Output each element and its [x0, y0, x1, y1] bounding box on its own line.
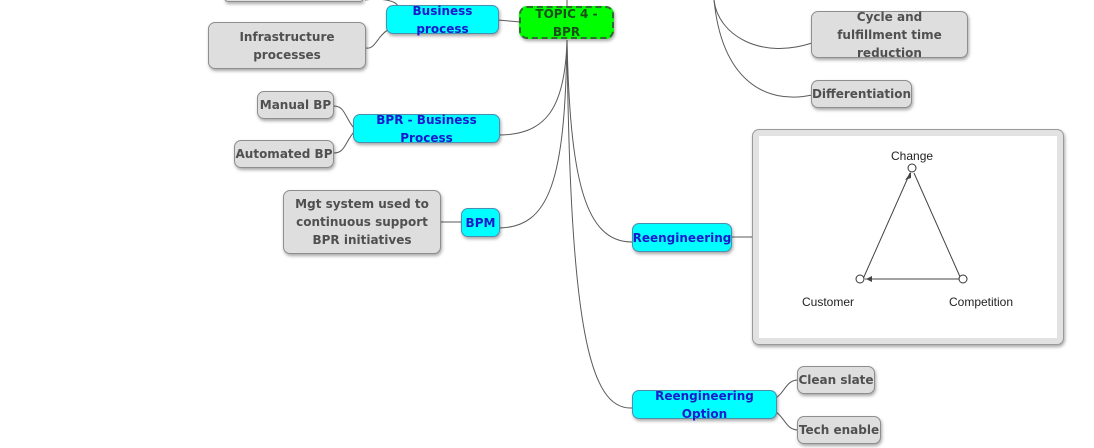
branch-reengineering-option[interactable]: Reengineering Option: [632, 389, 777, 421]
connector-bpr-manual: [333, 105, 355, 129]
arrowhead-customer: [866, 276, 872, 282]
branch-bpm[interactable]: BPM: [461, 208, 500, 237]
connector-business-process-offscreen: [365, 0, 399, 7]
connector-differentiation: [713, 0, 813, 98]
branch-bpr-business-process[interactable]: BPR - Business Process: [353, 113, 500, 145]
leaf-cycle-time-reduction[interactable]: Cycle and fulfillment time reduction: [811, 10, 968, 60]
vertex-competition: [958, 274, 968, 284]
triangle-label-competition: Competition: [949, 295, 1014, 309]
connector-business-process-infrastructure: [365, 29, 389, 49]
leaf-differentiation[interactable]: Differentiation: [811, 80, 912, 108]
triangle-diagram: [855, 163, 968, 284]
edge-change-competition: [913, 172, 962, 280]
connector-root-bpr-business-process: [497, 39, 568, 136]
connector-root-bpm: [497, 39, 568, 229]
connector-root-reengineering-option: [566, 39, 633, 409]
branch-reengineering[interactable]: Reengineering: [632, 223, 732, 252]
arrowhead-change: [905, 172, 911, 180]
triangle-label-customer: Customer: [802, 295, 855, 309]
leaf-infrastructure-processes[interactable]: Infrastructure processes: [208, 22, 366, 69]
leaf-manual-bp[interactable]: Manual BP: [257, 91, 334, 119]
leaf-automated-bp[interactable]: Automated BP: [234, 140, 334, 168]
leaf-mgt-system[interactable]: Mgt system used to continuous support BP…: [283, 190, 441, 254]
vertex-change: [907, 163, 917, 173]
leaf-clean-slate[interactable]: Clean slate: [797, 366, 875, 394]
connector-root-business-process: [497, 19, 521, 23]
reengineering-triangle-image[interactable]: Change Customer Competition: [752, 129, 1064, 345]
edge-change-customer: [862, 172, 911, 280]
triangle-label-change: Change: [891, 149, 934, 163]
triangle-image-canvas: Change Customer Competition: [759, 136, 1057, 338]
leaf-tech-enable[interactable]: Tech enable: [797, 416, 881, 444]
connector-cycle: [713, 0, 813, 49]
connector-bpr-automated: [333, 131, 355, 154]
branch-business-process[interactable]: Business process: [386, 4, 499, 36]
connector-root-reengineering: [566, 39, 633, 243]
root-node[interactable]: TOPIC 4 - BPR: [519, 6, 614, 39]
offscreen-node-top-left[interactable]: [224, 0, 364, 2]
vertex-customer: [855, 274, 865, 284]
